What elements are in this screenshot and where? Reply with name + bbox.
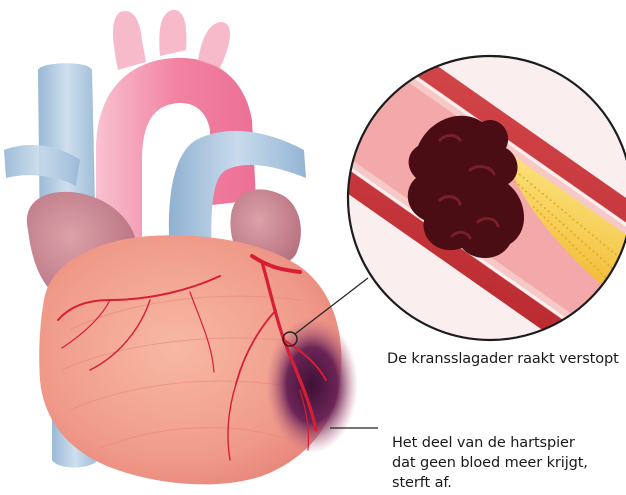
label-damaged-muscle: Het deel van de hartspier dat geen bloed… [392,433,622,493]
magnified-artery-inset [290,25,626,371]
label-blocked-artery: De kransslagader raakt verstopt [387,349,619,369]
label-damaged-muscle-line-1: Het deel van de hartspier [392,433,622,453]
infarct-area [266,317,358,453]
label-damaged-muscle-line-2: dat geen bloed meer krijgt, [392,453,622,473]
label-damaged-muscle-line-3: sterft af. [392,473,622,493]
heart [4,10,358,485]
